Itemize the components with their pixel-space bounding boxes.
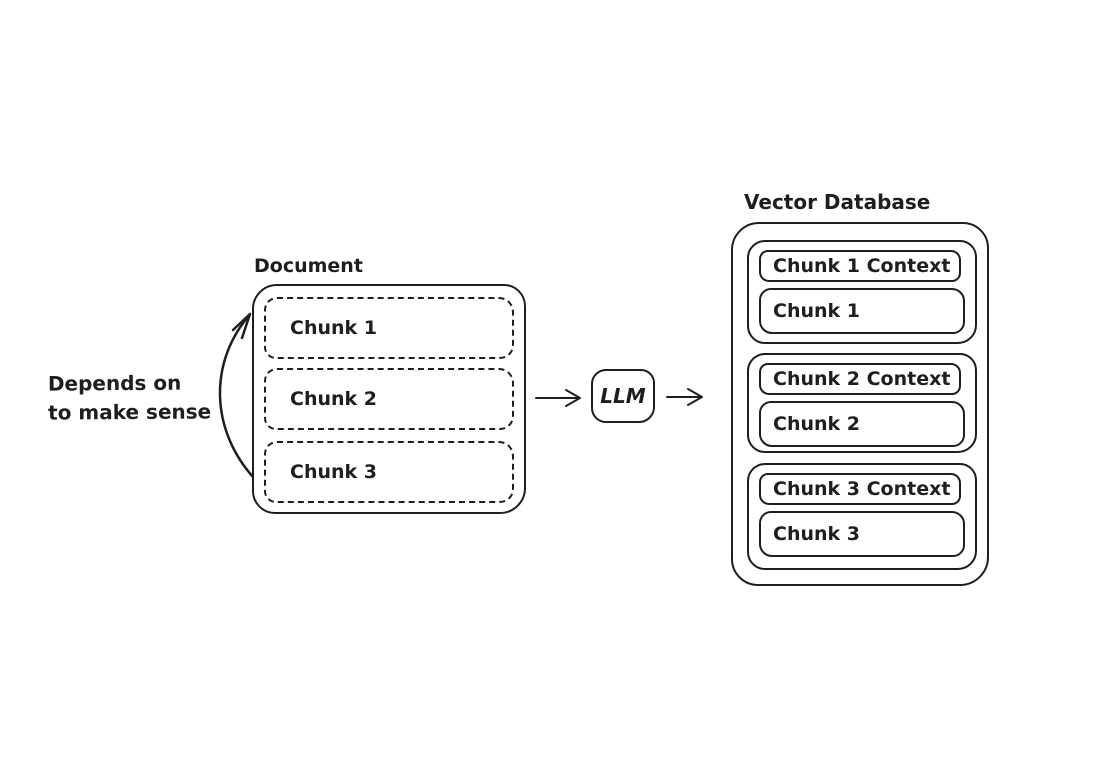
annotation-line-2: to make sense xyxy=(48,399,212,425)
document-chunk-3-label: Chunk 3 xyxy=(290,461,377,483)
vdb-entry-3: Chunk 3 Context Chunk 3 xyxy=(747,463,977,570)
vdb-entry-3-chunk-box: Chunk 3 xyxy=(759,511,965,557)
document-title: Document xyxy=(254,255,363,277)
document-to-llm-arrow xyxy=(535,389,581,407)
vdb-entry-1-context-label: Chunk 1 Context xyxy=(773,255,951,277)
annotation-line-1: Depends on xyxy=(47,370,182,396)
vdb-entry-1: Chunk 1 Context Chunk 1 xyxy=(747,240,977,344)
dependency-annotation: Depends on to make sense xyxy=(48,368,211,427)
vector-database-box: Chunk 1 Context Chunk 1 Chunk 2 Context … xyxy=(731,222,989,586)
vdb-entry-3-context-label: Chunk 3 Context xyxy=(773,478,951,500)
llm-label: LLM xyxy=(600,384,646,408)
document-chunk-3: Chunk 3 xyxy=(264,441,514,503)
document-chunk-2: Chunk 2 xyxy=(264,368,514,430)
document-chunk-2-label: Chunk 2 xyxy=(290,388,377,410)
document-box: Chunk 1 Chunk 2 Chunk 3 xyxy=(252,284,526,514)
document-chunk-1-label: Chunk 1 xyxy=(290,317,377,339)
vdb-entry-3-chunk-label: Chunk 3 xyxy=(773,523,860,545)
vdb-entry-2-chunk-label: Chunk 2 xyxy=(773,413,860,435)
llm-to-database-arrow xyxy=(666,388,703,406)
vdb-entry-2-context-label: Chunk 2 Context xyxy=(773,368,951,390)
vector-database-title: Vector Database xyxy=(744,190,931,214)
vdb-entry-2-chunk-box: Chunk 2 xyxy=(759,401,965,447)
vdb-entry-1-chunk-box: Chunk 1 xyxy=(759,288,965,334)
document-chunk-1: Chunk 1 xyxy=(264,297,514,359)
vdb-entry-1-chunk-label: Chunk 1 xyxy=(773,300,860,322)
llm-box: LLM xyxy=(591,369,655,423)
dependency-arrow xyxy=(218,312,256,480)
vdb-entry-2: Chunk 2 Context Chunk 2 xyxy=(747,353,977,453)
vdb-entry-3-context-box: Chunk 3 Context xyxy=(759,473,961,505)
vdb-entry-2-context-box: Chunk 2 Context xyxy=(759,363,961,395)
vdb-entry-1-context-box: Chunk 1 Context xyxy=(759,250,961,282)
